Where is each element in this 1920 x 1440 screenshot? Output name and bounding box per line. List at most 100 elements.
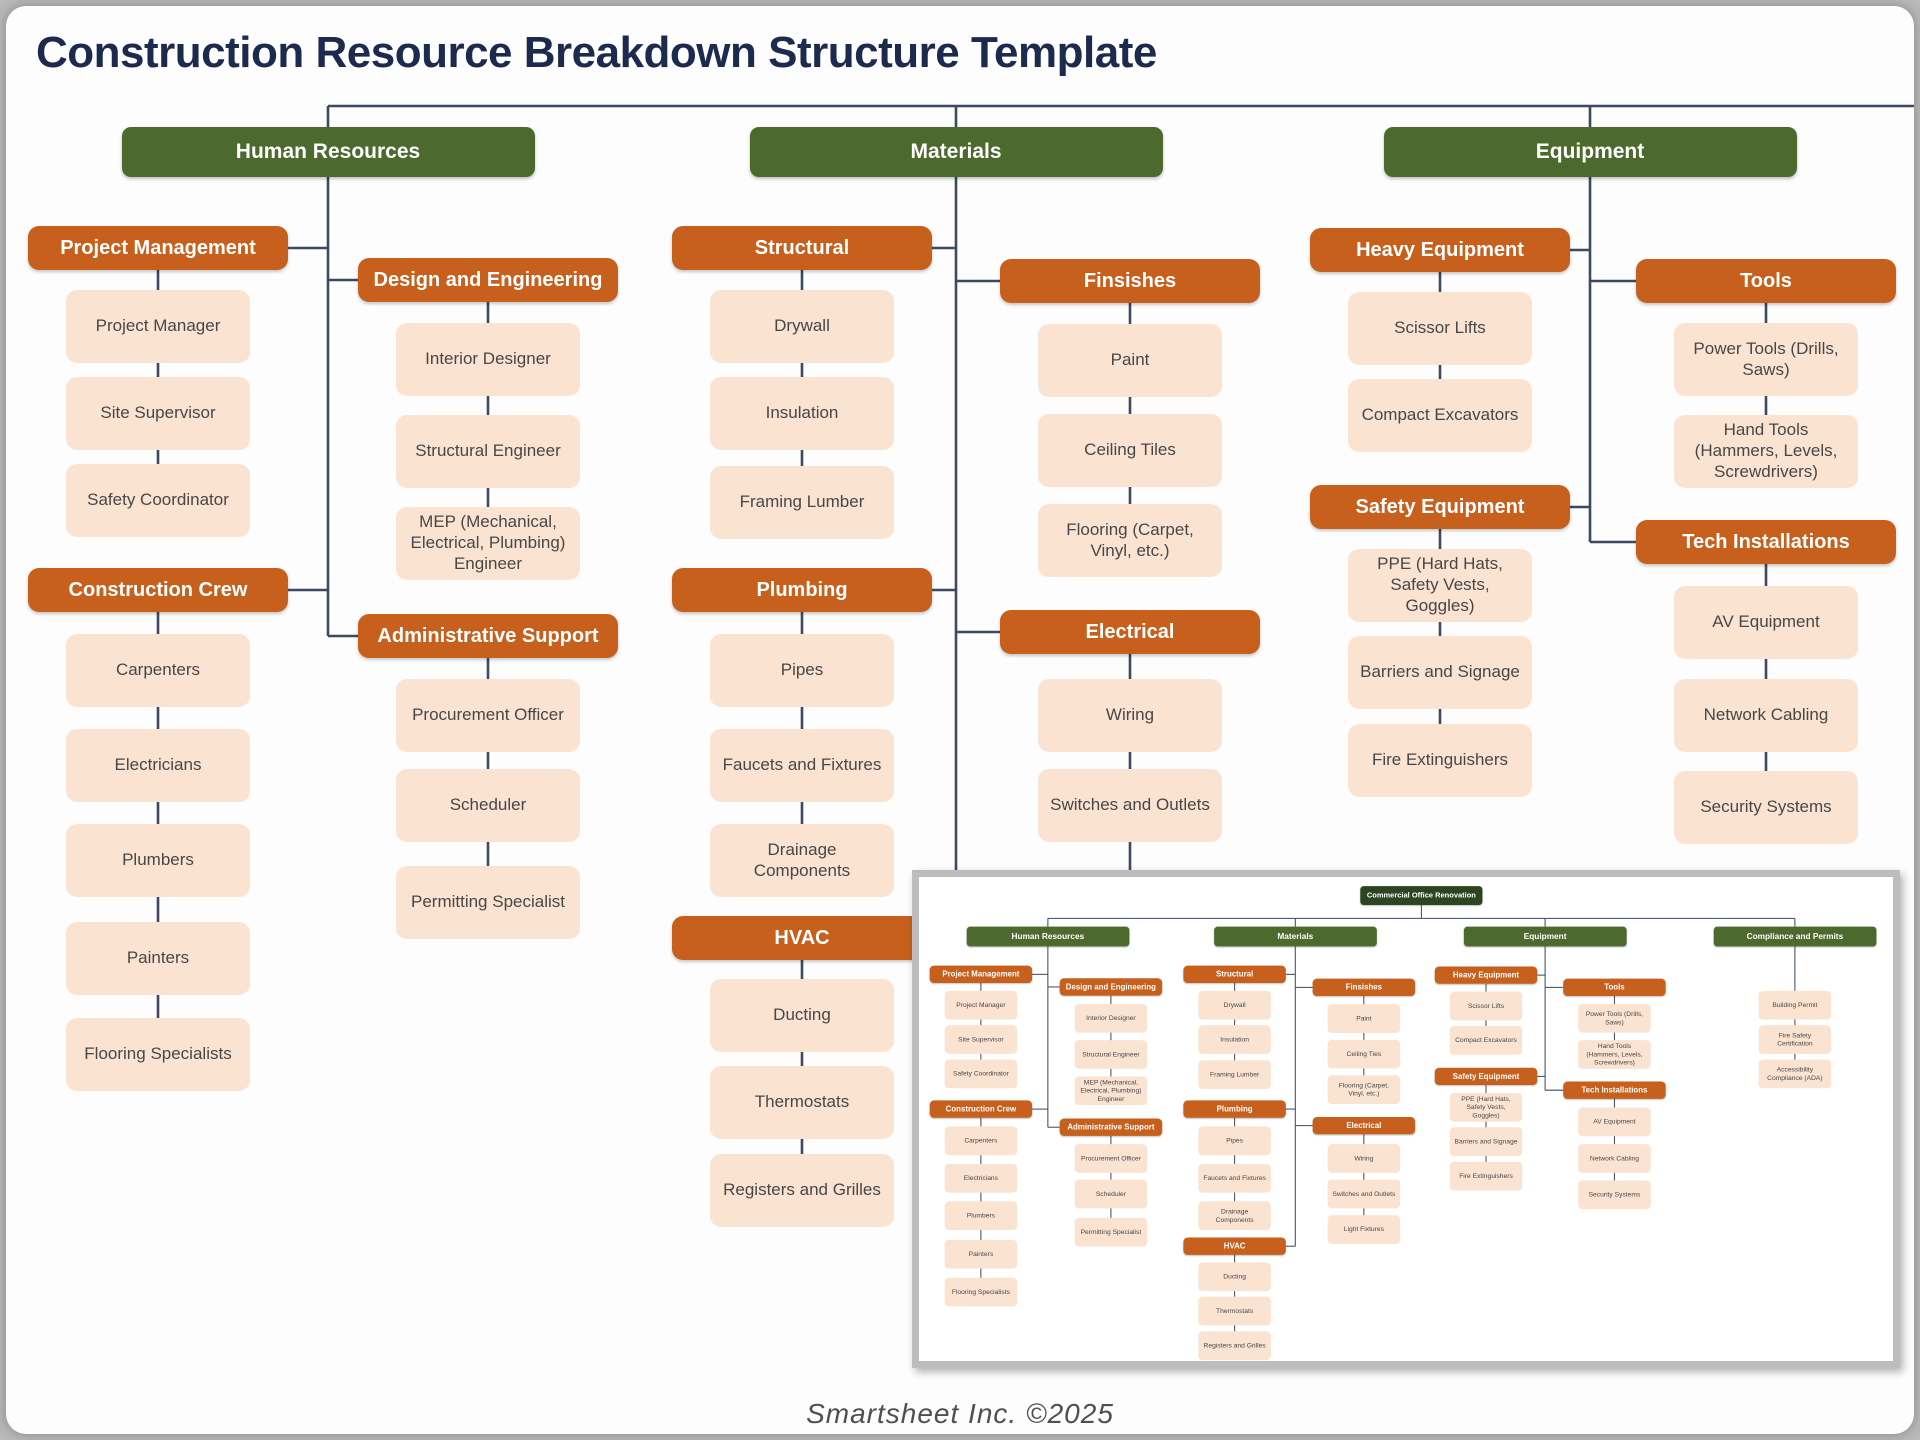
- leaf-plumbers: Plumbers: [944, 1201, 1018, 1231]
- leaf-compact-excavators: Compact Excavators: [1449, 1025, 1523, 1055]
- leaf-registers-and-grilles: Registers and Grilles: [1198, 1331, 1271, 1361]
- group-header-electrical: Electrical: [1000, 610, 1260, 654]
- leaf-drywall: Drywall: [1198, 990, 1271, 1020]
- leaf-ppe-hard-hats-safety-vests-goggles: PPE (Hard Hats, Safety Vests, Goggles): [1348, 549, 1532, 622]
- leaf-av-equipment: AV Equipment: [1578, 1107, 1651, 1137]
- leaf-pipes: Pipes: [710, 634, 894, 707]
- group-header-safety-equipment: Safety Equipment: [1434, 1067, 1538, 1086]
- leaf-fire-safety-certification: Fire Safety Certification: [1758, 1025, 1832, 1054]
- leaf-network-cabling: Network Cabling: [1578, 1144, 1651, 1173]
- leaf-carpenters: Carpenters: [944, 1126, 1018, 1156]
- leaf-scissor-lifts: Scissor Lifts: [1348, 292, 1532, 365]
- leaf-flooring-carpet-vinyl-etc: Flooring (Carpet, Vinyl, etc.): [1327, 1075, 1401, 1104]
- leaf-building-permit: Building Permit: [1758, 990, 1832, 1020]
- leaf-hand-tools-hammers-levels-screwdrivers: Hand Tools (Hammers, Levels, Screwdriver…: [1674, 415, 1858, 488]
- group-header-project-management: Project Management: [28, 226, 288, 270]
- leaf-structural-engineer: Structural Engineer: [396, 415, 580, 488]
- group-header-structural: Structural: [672, 226, 932, 270]
- leaf-compact-excavators: Compact Excavators: [1348, 379, 1532, 452]
- leaf-structural-engineer: Structural Engineer: [1074, 1040, 1148, 1069]
- leaf-procurement-officer: Procurement Officer: [396, 679, 580, 752]
- group-header-heavy-equipment: Heavy Equipment: [1310, 228, 1570, 272]
- group-header-plumbing: Plumbing: [1183, 1100, 1286, 1118]
- leaf-av-equipment: AV Equipment: [1674, 586, 1858, 659]
- group-header-design-and-engineering: Design and Engineering: [358, 258, 618, 302]
- leaf-faucets-and-fixtures: Faucets and Fixtures: [1198, 1163, 1271, 1193]
- leaf-drainage-components: Drainage Components: [1198, 1201, 1271, 1231]
- leaf-paint: Paint: [1038, 324, 1222, 397]
- leaf-scissor-lifts: Scissor Lifts: [1449, 991, 1523, 1021]
- leaf-flooring-specialists: Flooring Specialists: [66, 1018, 250, 1091]
- leaf-fire-extinguishers: Fire Extinguishers: [1449, 1161, 1523, 1191]
- leaf-project-manager: Project Manager: [944, 990, 1018, 1020]
- leaf-permitting-specialist: Permitting Specialist: [1074, 1217, 1148, 1247]
- group-header-tech-installations: Tech Installations: [1636, 520, 1896, 564]
- group-header-design-and-engineering: Design and Engineering: [1059, 978, 1163, 996]
- group-header-electrical: Electrical: [1312, 1116, 1416, 1135]
- group-header-construction-crew: Construction Crew: [28, 568, 288, 612]
- page-canvas: Construction Resource Breakdown Structur…: [6, 6, 1914, 1434]
- leaf-insulation: Insulation: [710, 377, 894, 450]
- leaf-switches-and-outlets: Switches and Outlets: [1038, 769, 1222, 842]
- leaf-ppe-hard-hats-safety-vests-goggles: PPE (Hard Hats, Safety Vests, Goggles): [1449, 1092, 1523, 1122]
- leaf-permitting-specialist: Permitting Specialist: [396, 866, 580, 939]
- branch-header-materials: Materials: [1213, 926, 1377, 947]
- leaf-switches-and-outlets: Switches and Outlets: [1327, 1179, 1401, 1209]
- leaf-ducting: Ducting: [1198, 1262, 1271, 1292]
- branch-header-compliance-and-permits: Compliance and Permits: [1713, 926, 1877, 947]
- leaf-scheduler: Scheduler: [396, 769, 580, 842]
- leaf-plumbers: Plumbers: [66, 824, 250, 897]
- leaf-wiring: Wiring: [1038, 679, 1222, 752]
- leaf-painters: Painters: [66, 922, 250, 995]
- leaf-site-supervisor: Site Supervisor: [944, 1025, 1018, 1054]
- leaf-paint: Paint: [1327, 1004, 1401, 1034]
- leaf-drainage-components: Drainage Components: [710, 824, 894, 897]
- leaf-fire-extinguishers: Fire Extinguishers: [1348, 724, 1532, 797]
- leaf-wiring: Wiring: [1327, 1144, 1401, 1173]
- group-header-hvac: HVAC: [672, 916, 932, 960]
- group-header-administrative-support: Administrative Support: [358, 614, 618, 658]
- leaf-interior-designer: Interior Designer: [396, 323, 580, 396]
- group-header-construction-crew: Construction Crew: [929, 1100, 1033, 1118]
- leaf-scheduler: Scheduler: [1074, 1179, 1148, 1209]
- group-header-tools: Tools: [1563, 978, 1666, 997]
- leaf-carpenters: Carpenters: [66, 634, 250, 707]
- root-node-commercial-office-renovation: Commercial Office Renovation: [1360, 886, 1483, 906]
- group-header-tools: Tools: [1636, 259, 1896, 303]
- leaf-framing-lumber: Framing Lumber: [1198, 1060, 1271, 1090]
- leaf-power-tools-drills-saws: Power Tools (Drills, Saws): [1578, 1003, 1651, 1033]
- leaf-electricians: Electricians: [944, 1163, 1018, 1193]
- leaf-flooring-specialists: Flooring Specialists: [944, 1277, 1018, 1307]
- leaf-safety-coordinator: Safety Coordinator: [66, 464, 250, 537]
- branch-header-materials: Materials: [749, 127, 1163, 177]
- leaf-thermostats: Thermostats: [1198, 1296, 1271, 1326]
- group-header-project-management: Project Management: [929, 965, 1033, 984]
- group-header-finsishes: Finsishes: [1312, 978, 1416, 997]
- branch-header-equipment: Equipment: [1463, 926, 1627, 947]
- branch-header-human-resources: Human Resources: [966, 926, 1130, 947]
- leaf-registers-and-grilles: Registers and Grilles: [710, 1154, 894, 1227]
- leaf-flooring-carpet-vinyl-etc: Flooring (Carpet, Vinyl, etc.): [1038, 504, 1222, 577]
- branch-header-equipment: Equipment: [1383, 127, 1797, 177]
- leaf-ceiling-ties: Ceiling Ties: [1327, 1039, 1401, 1069]
- leaf-light-fixtures: Light Fixtures: [1327, 1215, 1401, 1244]
- leaf-security-systems: Security Systems: [1674, 771, 1858, 844]
- branch-header-human-resources: Human Resources: [121, 127, 535, 177]
- leaf-project-manager: Project Manager: [66, 290, 250, 363]
- leaf-hand-tools-hammers-levels-screwdrivers: Hand Tools (Hammers, Levels, Screwdriver…: [1578, 1040, 1651, 1069]
- leaf-power-tools-drills-saws: Power Tools (Drills, Saws): [1674, 323, 1858, 396]
- leaf-electricians: Electricians: [66, 729, 250, 802]
- leaf-pipes: Pipes: [1198, 1126, 1271, 1156]
- leaf-mep-mechanical-electrical-plumbing-engineer: MEP (Mechanical, Electrical, Plumbing) E…: [396, 507, 580, 580]
- leaf-painters: Painters: [944, 1239, 1018, 1269]
- leaf-mep-mechanical-electrical-plumbing-engineer: MEP (Mechanical, Electrical, Plumbing) E…: [1074, 1076, 1148, 1106]
- page-title: Construction Resource Breakdown Structur…: [36, 28, 1157, 77]
- leaf-drywall: Drywall: [710, 290, 894, 363]
- group-header-heavy-equipment: Heavy Equipment: [1434, 966, 1538, 984]
- leaf-site-supervisor: Site Supervisor: [66, 377, 250, 450]
- group-header-plumbing: Plumbing: [672, 568, 932, 612]
- leaf-ceiling-tiles: Ceiling Tiles: [1038, 414, 1222, 487]
- leaf-accessibility-compliance-ada: Accessibility Compliance (ADA): [1758, 1059, 1832, 1089]
